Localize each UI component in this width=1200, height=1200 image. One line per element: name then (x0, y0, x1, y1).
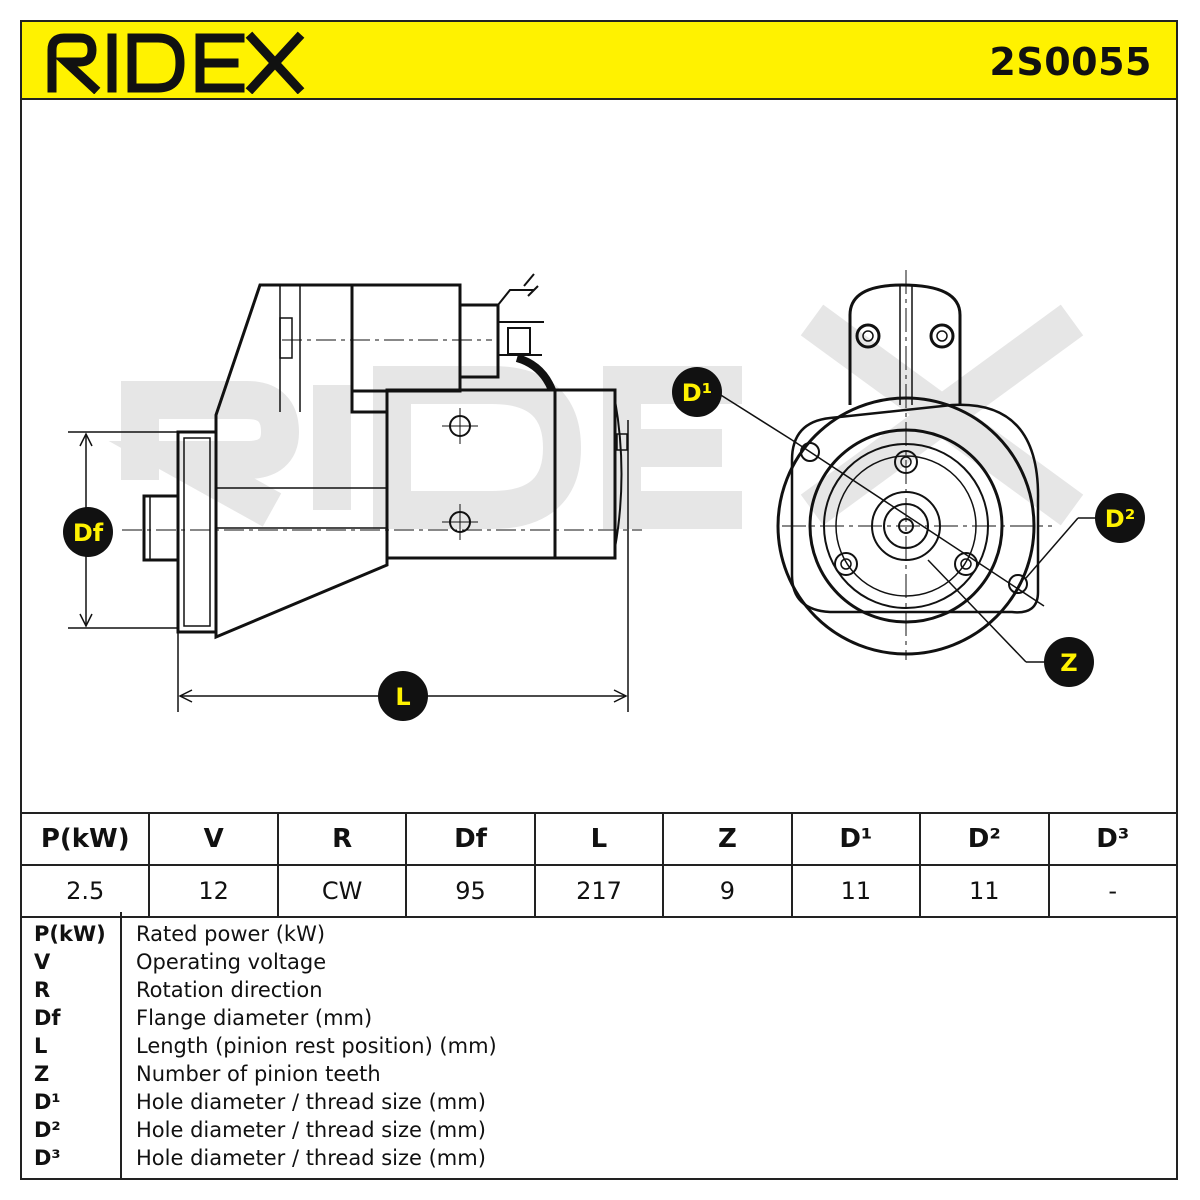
legend-row: Df Flange diameter (mm) (22, 1004, 1172, 1032)
spec-header-cell: D² (919, 812, 1050, 866)
legend-description: Length (pinion rest position) (mm) (136, 1034, 497, 1058)
legend-row: Z Number of pinion teeth (22, 1060, 1172, 1088)
spec-header-cell: Df (405, 812, 536, 866)
header-bar: 2S0055 (20, 20, 1178, 100)
svg-text:Z: Z (1060, 649, 1077, 677)
legend-description: Hole diameter / thread size (mm) (136, 1146, 486, 1170)
callout-df: Df (63, 507, 113, 557)
svg-text:D²: D² (1105, 505, 1135, 533)
svg-text:D¹: D¹ (682, 379, 712, 407)
spec-value-cell: 12 (148, 864, 279, 918)
legend-description: Flange diameter (mm) (136, 1006, 373, 1030)
spec-value-cell: - (1047, 864, 1178, 918)
svg-text:L: L (395, 683, 410, 711)
svg-text:Df: Df (73, 519, 104, 547)
spec-value-row: 2.5 12 CW 95 217 9 11 11 - (19, 864, 1178, 918)
legend-row: P(kW) Rated power (kW) (22, 920, 1172, 948)
legend-symbol: V (34, 950, 51, 974)
spec-value-cell: 11 (919, 864, 1050, 918)
legend-description: Operating voltage (136, 950, 327, 974)
spec-table: P(kW) V R Df L Z D¹ D² D³ 2.5 12 CW 95 2… (19, 812, 1178, 918)
legend-divider (120, 912, 122, 1178)
legend-symbol: D² (34, 1118, 61, 1142)
legend-symbol: Df (34, 1006, 61, 1030)
legend-symbol: P(kW) (34, 922, 106, 946)
callout-d1: D¹ (672, 367, 722, 417)
spec-header-cell: D¹ (790, 812, 922, 866)
spec-value-cell: 95 (405, 864, 536, 918)
technical-drawing: Df L D¹ D² Z (22, 100, 1176, 812)
legend-description: Rotation direction (136, 978, 323, 1002)
legend-row: V Operating voltage (22, 948, 1172, 976)
leader-lines (715, 391, 1102, 663)
spec-header-cell: P(kW) (19, 812, 151, 866)
legend-row: D¹ Hole diameter / thread size (mm) (22, 1088, 1172, 1116)
spec-value-cell: 2.5 (19, 864, 151, 918)
spec-header-cell: R (276, 812, 408, 866)
legend-symbol: D³ (34, 1146, 61, 1170)
starter-front-view (776, 270, 1052, 660)
callout-z: Z (1044, 637, 1094, 687)
legend-description: Hole diameter / thread size (mm) (136, 1090, 486, 1114)
starter-side-view (122, 273, 642, 640)
spec-header-cell: V (148, 812, 279, 866)
legend-row: D² Hole diameter / thread size (mm) (22, 1116, 1172, 1144)
spec-header-cell: Z (662, 812, 793, 866)
spec-value-cell: CW (276, 864, 408, 918)
spec-header-cell: L (533, 812, 665, 866)
spec-value-cell: 11 (790, 864, 922, 918)
callout-l: L (378, 671, 428, 721)
legend-description: Number of pinion teeth (136, 1062, 381, 1086)
spec-header-cell: D³ (1047, 812, 1178, 866)
legend-row: D³ Hole diameter / thread size (mm) (22, 1144, 1172, 1172)
spec-header-row: P(kW) V R Df L Z D¹ D² D³ (19, 812, 1178, 866)
legend-description: Rated power (kW) (136, 922, 326, 946)
callout-d2: D² (1095, 493, 1145, 543)
spec-value-cell: 9 (662, 864, 793, 918)
legend-symbol: R (34, 978, 51, 1002)
legend-table: P(kW) Rated power (kW) V Operating volta… (20, 912, 1178, 1180)
spec-value-cell: 217 (533, 864, 665, 918)
legend-description: Hole diameter / thread size (mm) (136, 1118, 486, 1142)
legend-symbol: D¹ (34, 1090, 61, 1114)
part-number: 2S0055 (989, 40, 1152, 84)
legend-row: L Length (pinion rest position) (mm) (22, 1032, 1172, 1060)
brand-logo (46, 28, 316, 98)
legend-symbol: Z (34, 1062, 50, 1086)
legend-symbol: L (34, 1034, 48, 1058)
legend-row: R Rotation direction (22, 976, 1172, 1004)
